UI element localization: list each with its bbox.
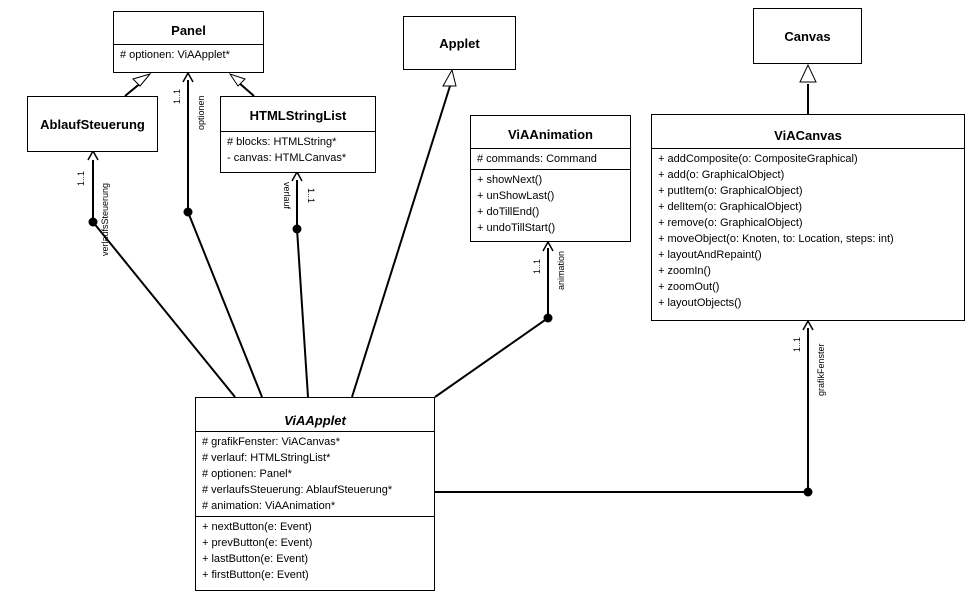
method: + putItem(o: GraphicalObject) — [658, 185, 803, 197]
role-grafikfenster: grafikFenster — [816, 343, 826, 396]
multiplicity-optionen: 1..1 — [172, 88, 182, 104]
class-panel-attributes: # optionen: ViAApplet* — [114, 44, 263, 65]
arrowhead-ablauf — [87, 149, 99, 161]
class-viaanimation-name: ViAAnimation — [508, 127, 593, 142]
class-viacanvas: ViACanvas + addComposite(o: CompositeGra… — [651, 114, 965, 321]
inherit-triangle-htmlstringlist — [228, 73, 246, 87]
arrowhead-viaanimation — [542, 240, 554, 252]
attribute: # animation: ViAAnimation* — [202, 500, 336, 512]
multiplicity-verlaufssteuerung: 1..1 — [76, 170, 86, 186]
class-panel-name: Panel — [171, 23, 206, 38]
method: + delItem(o: GraphicalObject) — [658, 201, 802, 213]
class-viaanimation-attributes: # commands: Command — [471, 148, 630, 169]
method: + firstButton(e: Event) — [202, 569, 309, 581]
inherit-triangle-applet — [442, 68, 457, 87]
assoc-dot-animation — [543, 313, 553, 323]
method: + showNext() — [477, 174, 543, 186]
method: + lastButton(e: Event) — [202, 553, 309, 565]
assoc-verlauf — [296, 180, 309, 398]
arrowhead-panel — [182, 71, 194, 83]
class-htmlstringlist: HTMLStringList # blocks: HTMLString* - c… — [220, 96, 376, 173]
method: + zoomOut() — [658, 281, 720, 293]
method: + moveObject(o: Knoten, to: Location, st… — [658, 233, 894, 245]
multiplicity-animation: 1..1 — [532, 258, 542, 274]
class-ablaufsteuerung: AblaufSteuerung — [27, 96, 158, 152]
class-applet-name: Applet — [439, 35, 480, 51]
assoc-dot-verlaufssteuerung — [88, 217, 98, 227]
attribute: - canvas: HTMLCanvas* — [227, 152, 347, 164]
method: + unShowLast() — [477, 190, 555, 202]
class-applet: Applet — [403, 16, 516, 70]
class-htmlstringlist-name: HTMLStringList — [249, 108, 347, 123]
class-viaapplet-name: ViAApplet — [284, 413, 346, 428]
arrowhead-viacanvas — [802, 319, 814, 331]
assoc-grafikfenster — [435, 328, 809, 493]
class-viacanvas-name: ViACanvas — [774, 128, 842, 143]
inherit-triangle-canvas — [799, 63, 817, 83]
method: + zoomIn() — [658, 265, 711, 277]
class-viaanimation: ViAAnimation # commands: Command + showN… — [470, 115, 631, 242]
inherit-triangle-ablauf — [132, 73, 152, 87]
class-ablaufsteuerung-name: AblaufSteuerung — [40, 116, 145, 132]
attribute: # grafikFenster: ViACanvas* — [202, 436, 340, 448]
method: + add(o: GraphicalObject) — [658, 169, 785, 181]
class-viaanimation-methods: + showNext() + unShowLast() + doTillEnd(… — [471, 169, 630, 238]
class-panel: Panel # optionen: ViAApplet* — [113, 11, 264, 73]
assoc-dot-verlauf — [292, 224, 302, 234]
class-viaapplet-methods: + nextButton(e: Event) + prevButton(e: E… — [196, 516, 434, 585]
method: + addComposite(o: CompositeGraphical) — [658, 153, 858, 165]
class-viacanvas-methods: + addComposite(o: CompositeGraphical) + … — [652, 148, 964, 313]
inherit-htmlstringlist-panel — [237, 81, 255, 97]
multiplicity-grafikfenster: 1..1 — [792, 336, 802, 352]
role-verlaufssteuerung: verlaufsSteuerung — [100, 182, 110, 256]
multiplicity-verlauf: 1..1 — [306, 188, 316, 204]
arrowhead-htmlstringlist — [291, 170, 303, 182]
method: + layoutObjects() — [658, 297, 742, 309]
class-canvas-name: Canvas — [784, 28, 831, 44]
assoc-dot-grafikfenster — [803, 487, 813, 497]
method: + nextButton(e: Event) — [202, 521, 312, 533]
class-viaapplet-attributes: # grafikFenster: ViACanvas* # verlauf: H… — [196, 431, 434, 516]
class-canvas: Canvas — [753, 8, 862, 64]
attribute: # optionen: Panel* — [202, 468, 292, 480]
attribute: # blocks: HTMLString* — [227, 136, 337, 148]
role-animation: animation — [556, 250, 566, 290]
method: + remove(o: GraphicalObject) — [658, 217, 803, 229]
attribute: # verlaufsSteuerung: AblaufSteuerung* — [202, 484, 393, 496]
method: + undoTillStart() — [477, 222, 556, 234]
role-verlauf: verlauf — [282, 182, 292, 210]
method: + doTillEnd() — [477, 206, 540, 218]
method: + layoutAndRepaint() — [658, 249, 762, 261]
attribute: # commands: Command — [477, 153, 597, 165]
method: + prevButton(e: Event) — [202, 537, 313, 549]
attribute: # optionen: ViAApplet* — [120, 49, 230, 61]
attribute: # verlauf: HTMLStringList* — [202, 452, 331, 464]
inherit-viaapplet-applet — [351, 85, 451, 398]
role-optionen: optionen — [196, 95, 206, 130]
class-viaapplet: ViAApplet # grafikFenster: ViACanvas* # … — [195, 397, 435, 591]
class-htmlstringlist-attributes: # blocks: HTMLString* - canvas: HTMLCanv… — [221, 131, 375, 168]
assoc-dot-optionen — [183, 207, 193, 217]
